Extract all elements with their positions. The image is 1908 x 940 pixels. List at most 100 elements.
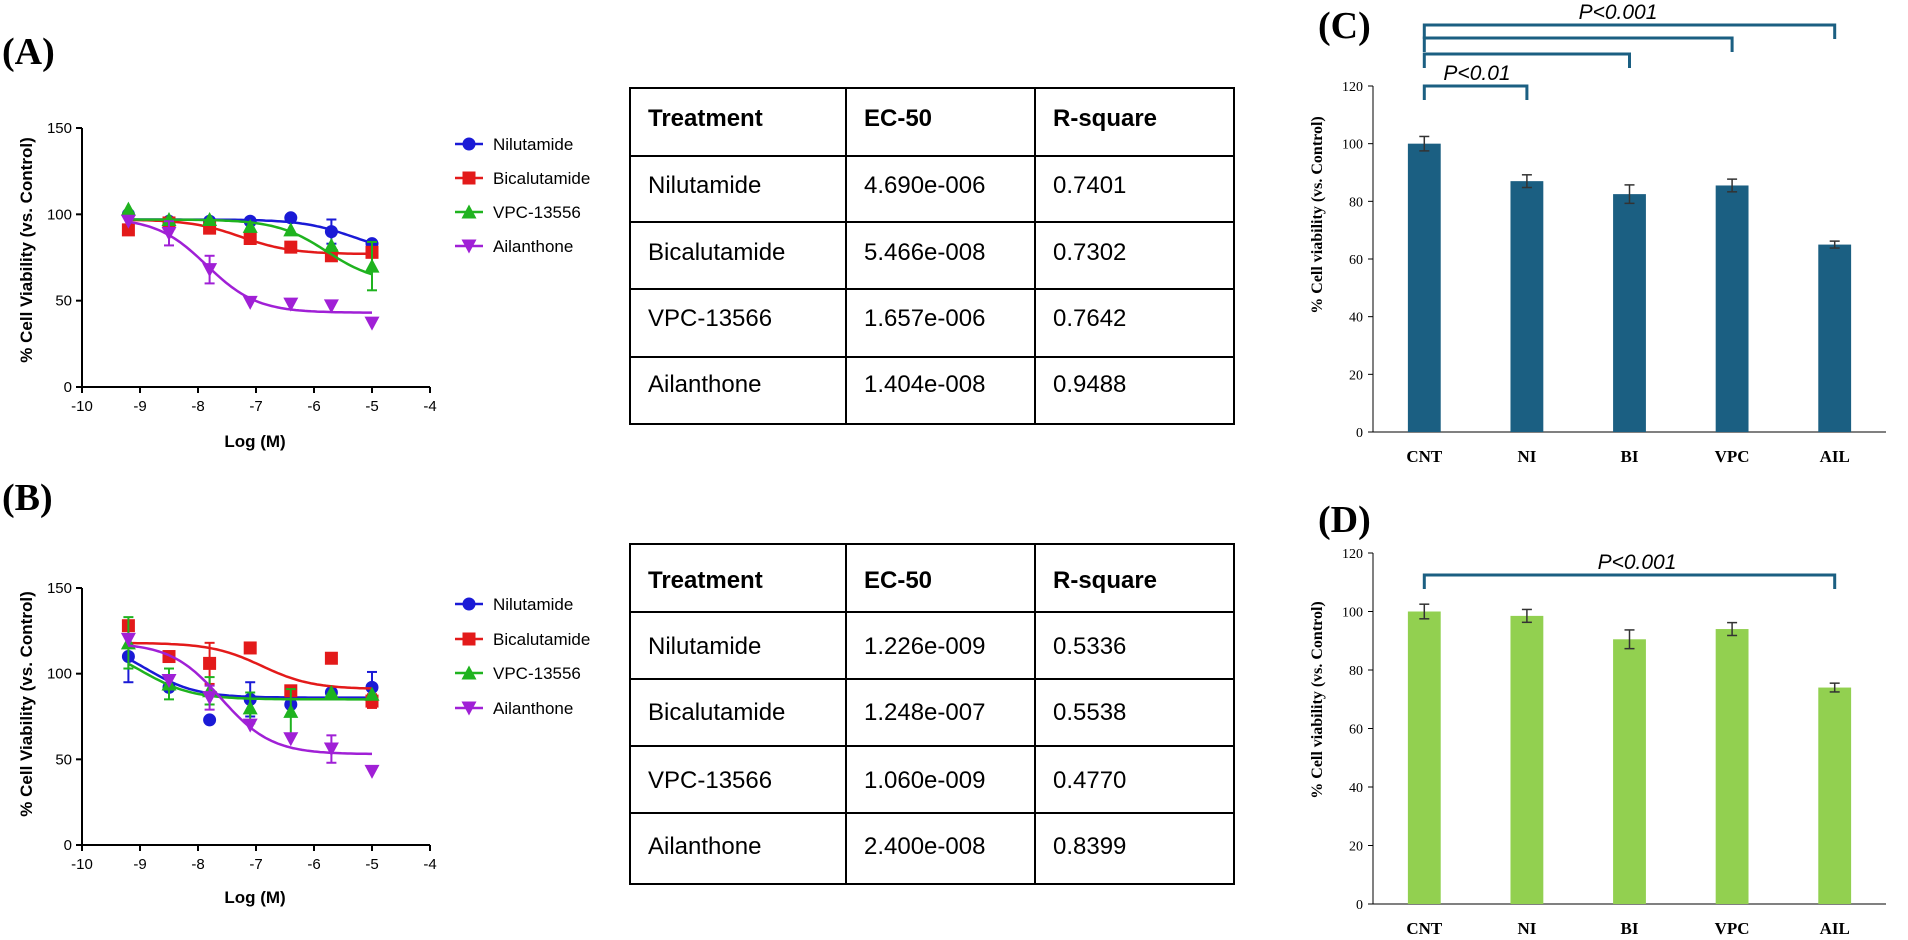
legend-b-label-nilutamide: Nilutamide	[493, 595, 573, 614]
legend-a: Nilutamide Bicalutamide VPC-13556 Ailant…	[455, 135, 590, 256]
panel-label-a: (A)	[2, 31, 55, 73]
bar-vpc	[1715, 185, 1749, 432]
data-point-vpc-13556	[283, 703, 299, 718]
legend-b-label-ailanthone: Ailanthone	[493, 699, 573, 718]
data-point-vpc-13556	[242, 700, 258, 715]
category-label: NI	[1517, 919, 1536, 938]
table-b-cell: Ailanthone	[648, 833, 761, 860]
table-a-cell: VPC-13566	[648, 305, 772, 332]
y-tick-label: 20	[1349, 368, 1363, 383]
data-point-vpc-13556	[202, 212, 218, 227]
y-tick-label: 120	[1342, 80, 1363, 95]
table-b-border	[629, 543, 1235, 885]
table-b-cell: VPC-13566	[648, 767, 772, 794]
panel-label-c: (C)	[1318, 5, 1371, 47]
data-point-vpc-13556	[323, 685, 339, 700]
bar-cnt	[1407, 143, 1441, 432]
category-label: VPC	[1715, 919, 1750, 938]
bar-vpc	[1715, 629, 1749, 904]
x-tick-label: -4	[423, 856, 436, 873]
panel-label-d: (D)	[1318, 499, 1371, 541]
data-point-bicalutamide	[243, 641, 257, 655]
p-value-label: P<0.001	[1598, 551, 1677, 574]
table-a-cell: 0.9488	[1053, 371, 1126, 398]
bar-chart-d: % Cell viability (vs. Control) 020406080…	[1309, 547, 1886, 938]
data-point-bicalutamide	[284, 240, 298, 254]
y-tick-label: 150	[47, 580, 72, 597]
category-label: CNT	[1406, 919, 1443, 938]
data-point-ailanthone	[202, 691, 218, 706]
table-b-header-rsquare: R-square	[1053, 567, 1157, 594]
table-b-cell: 0.4770	[1053, 767, 1126, 794]
table-b-cell: 1.060e-009	[864, 767, 985, 794]
y-axis-title-a: % Cell Viability (vs. Control)	[17, 137, 36, 362]
legend-a-label-vpc: VPC-13556	[493, 203, 581, 222]
data-point-bicalutamide	[324, 651, 338, 665]
y-tick-label: 50	[55, 293, 72, 310]
y-tick-label: 60	[1349, 253, 1363, 268]
data-point-vpc-13556	[283, 222, 299, 237]
y-tick-label: 20	[1349, 840, 1363, 855]
category-label: VPC	[1715, 447, 1750, 466]
dose-response-plot-a: % Cell Viability (vs. Control) Log (M) -…	[17, 120, 437, 451]
legend-marker	[461, 204, 477, 219]
x-tick-label: -5	[365, 856, 378, 873]
data-point-bicalutamide	[121, 223, 135, 237]
data-point-nilutamide	[284, 211, 298, 225]
category-label: AIL	[1820, 447, 1850, 466]
table-a-cell: 0.7642	[1053, 305, 1126, 332]
x-tick-label: -10	[71, 398, 93, 415]
table-b-cell: 0.5336	[1053, 633, 1126, 660]
table-b-cell: Bicalutamide	[648, 699, 785, 726]
bar-ail	[1818, 244, 1852, 432]
significance-bracket	[1422, 36, 1734, 52]
x-tick-label: -10	[71, 856, 93, 873]
data-point-vpc-13556	[161, 212, 177, 227]
table-a-header-ec50: EC-50	[864, 105, 932, 132]
bar-bi	[1613, 639, 1646, 904]
x-tick-label: -4	[423, 398, 436, 415]
y-tick-label: 0	[64, 837, 72, 854]
significance-bracket	[1422, 52, 1631, 68]
p-value-label: P<0.001	[1579, 1, 1658, 24]
data-point-ailanthone	[364, 316, 380, 331]
x-tick-label: -6	[307, 398, 320, 415]
y-tick-label: 0	[64, 379, 72, 396]
data-point-nilutamide	[203, 713, 217, 727]
data-point-ailanthone	[202, 263, 218, 278]
legend-marker	[461, 665, 477, 680]
table-a-cell: Ailanthone	[648, 371, 761, 398]
y-tick-label: 0	[1356, 426, 1363, 441]
y-tick-label: 40	[1349, 311, 1363, 326]
data-point-ailanthone	[242, 718, 258, 733]
data-point-ailanthone	[161, 674, 177, 689]
y-tick-label: 150	[47, 120, 72, 137]
legend-a-label-nilutamide: Nilutamide	[493, 135, 573, 154]
table-a-cell: 0.7302	[1053, 239, 1126, 266]
legend-marker	[461, 239, 477, 254]
category-label: CNT	[1406, 447, 1443, 466]
data-point-ailanthone	[283, 732, 299, 747]
data-point-nilutamide	[324, 225, 338, 239]
legend-marker	[462, 597, 476, 611]
data-point-ailanthone	[161, 226, 177, 241]
data-point-ailanthone	[283, 297, 299, 312]
table-a-cell: 5.466e-008	[864, 239, 985, 266]
x-tick-label: -8	[191, 856, 204, 873]
table-b-cell: 2.400e-008	[864, 833, 985, 860]
y-tick-label: 0	[1356, 898, 1363, 913]
table-b-header-treatment: Treatment	[648, 567, 763, 594]
y-axis-title-c: % Cell viability (vs. Control)	[1309, 116, 1326, 313]
data-point-vpc-13556	[364, 258, 380, 273]
legend-marker	[462, 171, 476, 185]
table-a-header-treatment: Treatment	[648, 105, 763, 132]
data-point-bicalutamide	[243, 232, 257, 246]
y-axis-title-b: % Cell Viability (vs. Control)	[17, 591, 36, 816]
legend-a-label-bicalutamide: Bicalutamide	[493, 169, 590, 188]
bar-ail	[1818, 687, 1852, 904]
data-point-ailanthone	[364, 764, 380, 779]
data-point-ailanthone	[323, 299, 339, 314]
table-b-cell: 0.8399	[1053, 833, 1126, 860]
p-value-label: P<0.01	[1443, 62, 1510, 85]
